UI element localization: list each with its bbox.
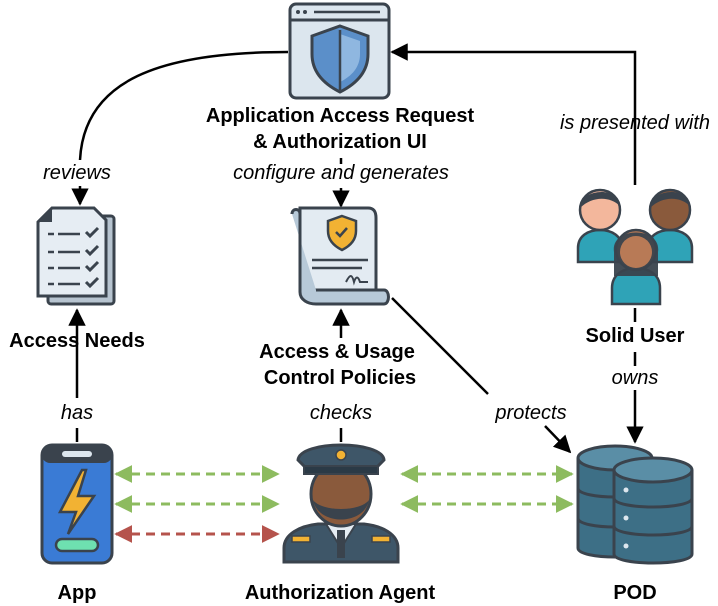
access-needs-label: Access Needs bbox=[9, 330, 145, 352]
owns-label: owns bbox=[612, 367, 659, 389]
protects-connector bbox=[391, 297, 489, 395]
configure-label: configure and generates bbox=[233, 162, 449, 184]
policies-label-line2: Control Policies bbox=[264, 367, 416, 389]
database-icon bbox=[576, 444, 694, 565]
checklist-document-icon bbox=[36, 206, 116, 306]
policies-label-line1: Access & Usage bbox=[259, 341, 415, 363]
presented-label: is presented with bbox=[560, 112, 710, 134]
app-label: App bbox=[58, 582, 97, 604]
reviews-label: reviews bbox=[43, 162, 111, 184]
presented-connector bbox=[390, 43, 637, 185]
protects-arrow bbox=[544, 425, 572, 454]
checks-label: checks bbox=[310, 402, 372, 424]
pod-label: POD bbox=[613, 582, 656, 604]
ui-title-line2: & Authorization UI bbox=[253, 131, 427, 153]
users-group-icon bbox=[576, 188, 694, 306]
phone-app-icon bbox=[40, 443, 114, 565]
reviews-connector bbox=[78, 50, 289, 161]
solid-user-label: Solid User bbox=[586, 325, 685, 347]
security-guard-icon bbox=[282, 443, 400, 564]
has-label: has bbox=[61, 402, 93, 424]
agent-label: Authorization Agent bbox=[245, 582, 436, 604]
protects-label: protects bbox=[494, 402, 566, 424]
ui-title-line1: Application Access Request bbox=[206, 105, 475, 127]
shield-browser-icon bbox=[288, 2, 391, 100]
policy-certificate-icon bbox=[290, 206, 390, 306]
